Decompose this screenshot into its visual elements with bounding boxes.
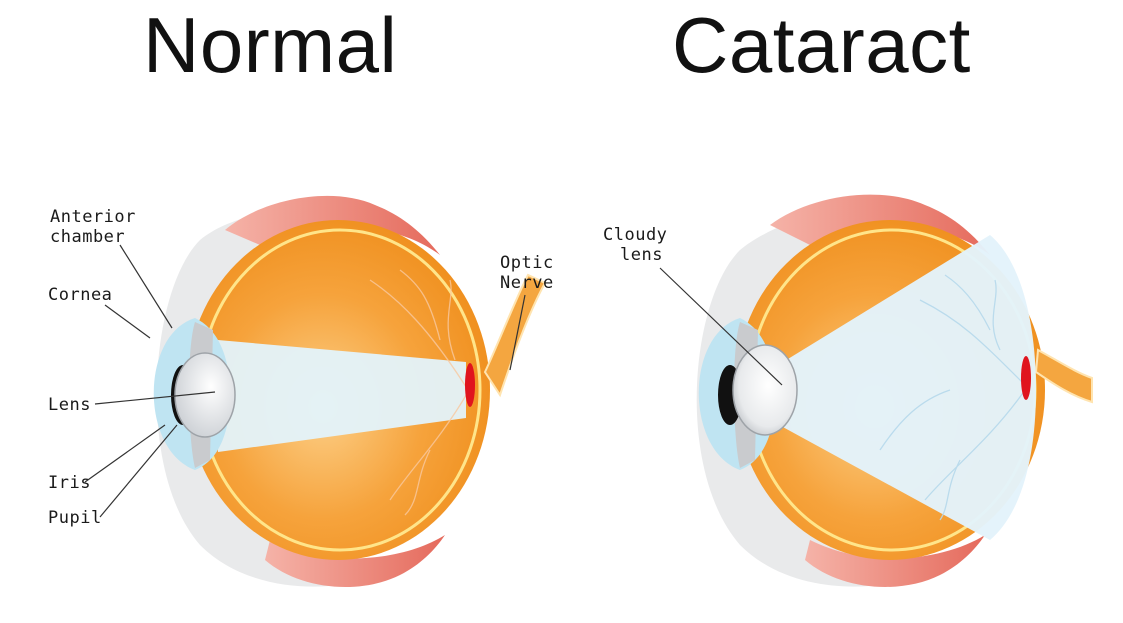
label-lens: Lens — [48, 395, 91, 415]
label-pupil: Pupil — [48, 508, 102, 528]
label-chamber: chamber — [50, 227, 125, 247]
cataract-cloudy-lens — [733, 345, 797, 435]
normal-eye — [154, 196, 545, 587]
label-cloudy: Cloudy — [603, 225, 667, 245]
label-optic: Optic — [500, 253, 554, 273]
cataract-focus-point — [1021, 356, 1031, 400]
cataract-eye — [697, 195, 1092, 587]
label-cornea: Cornea — [48, 285, 112, 305]
label-cloudy-lens: lens — [620, 245, 663, 265]
normal-focus-point — [465, 363, 475, 407]
label-nerve: Nerve — [500, 273, 554, 293]
label-anterior: Anterior — [50, 207, 136, 227]
normal-optic-nerve — [485, 275, 545, 395]
label-iris: Iris — [48, 473, 91, 493]
